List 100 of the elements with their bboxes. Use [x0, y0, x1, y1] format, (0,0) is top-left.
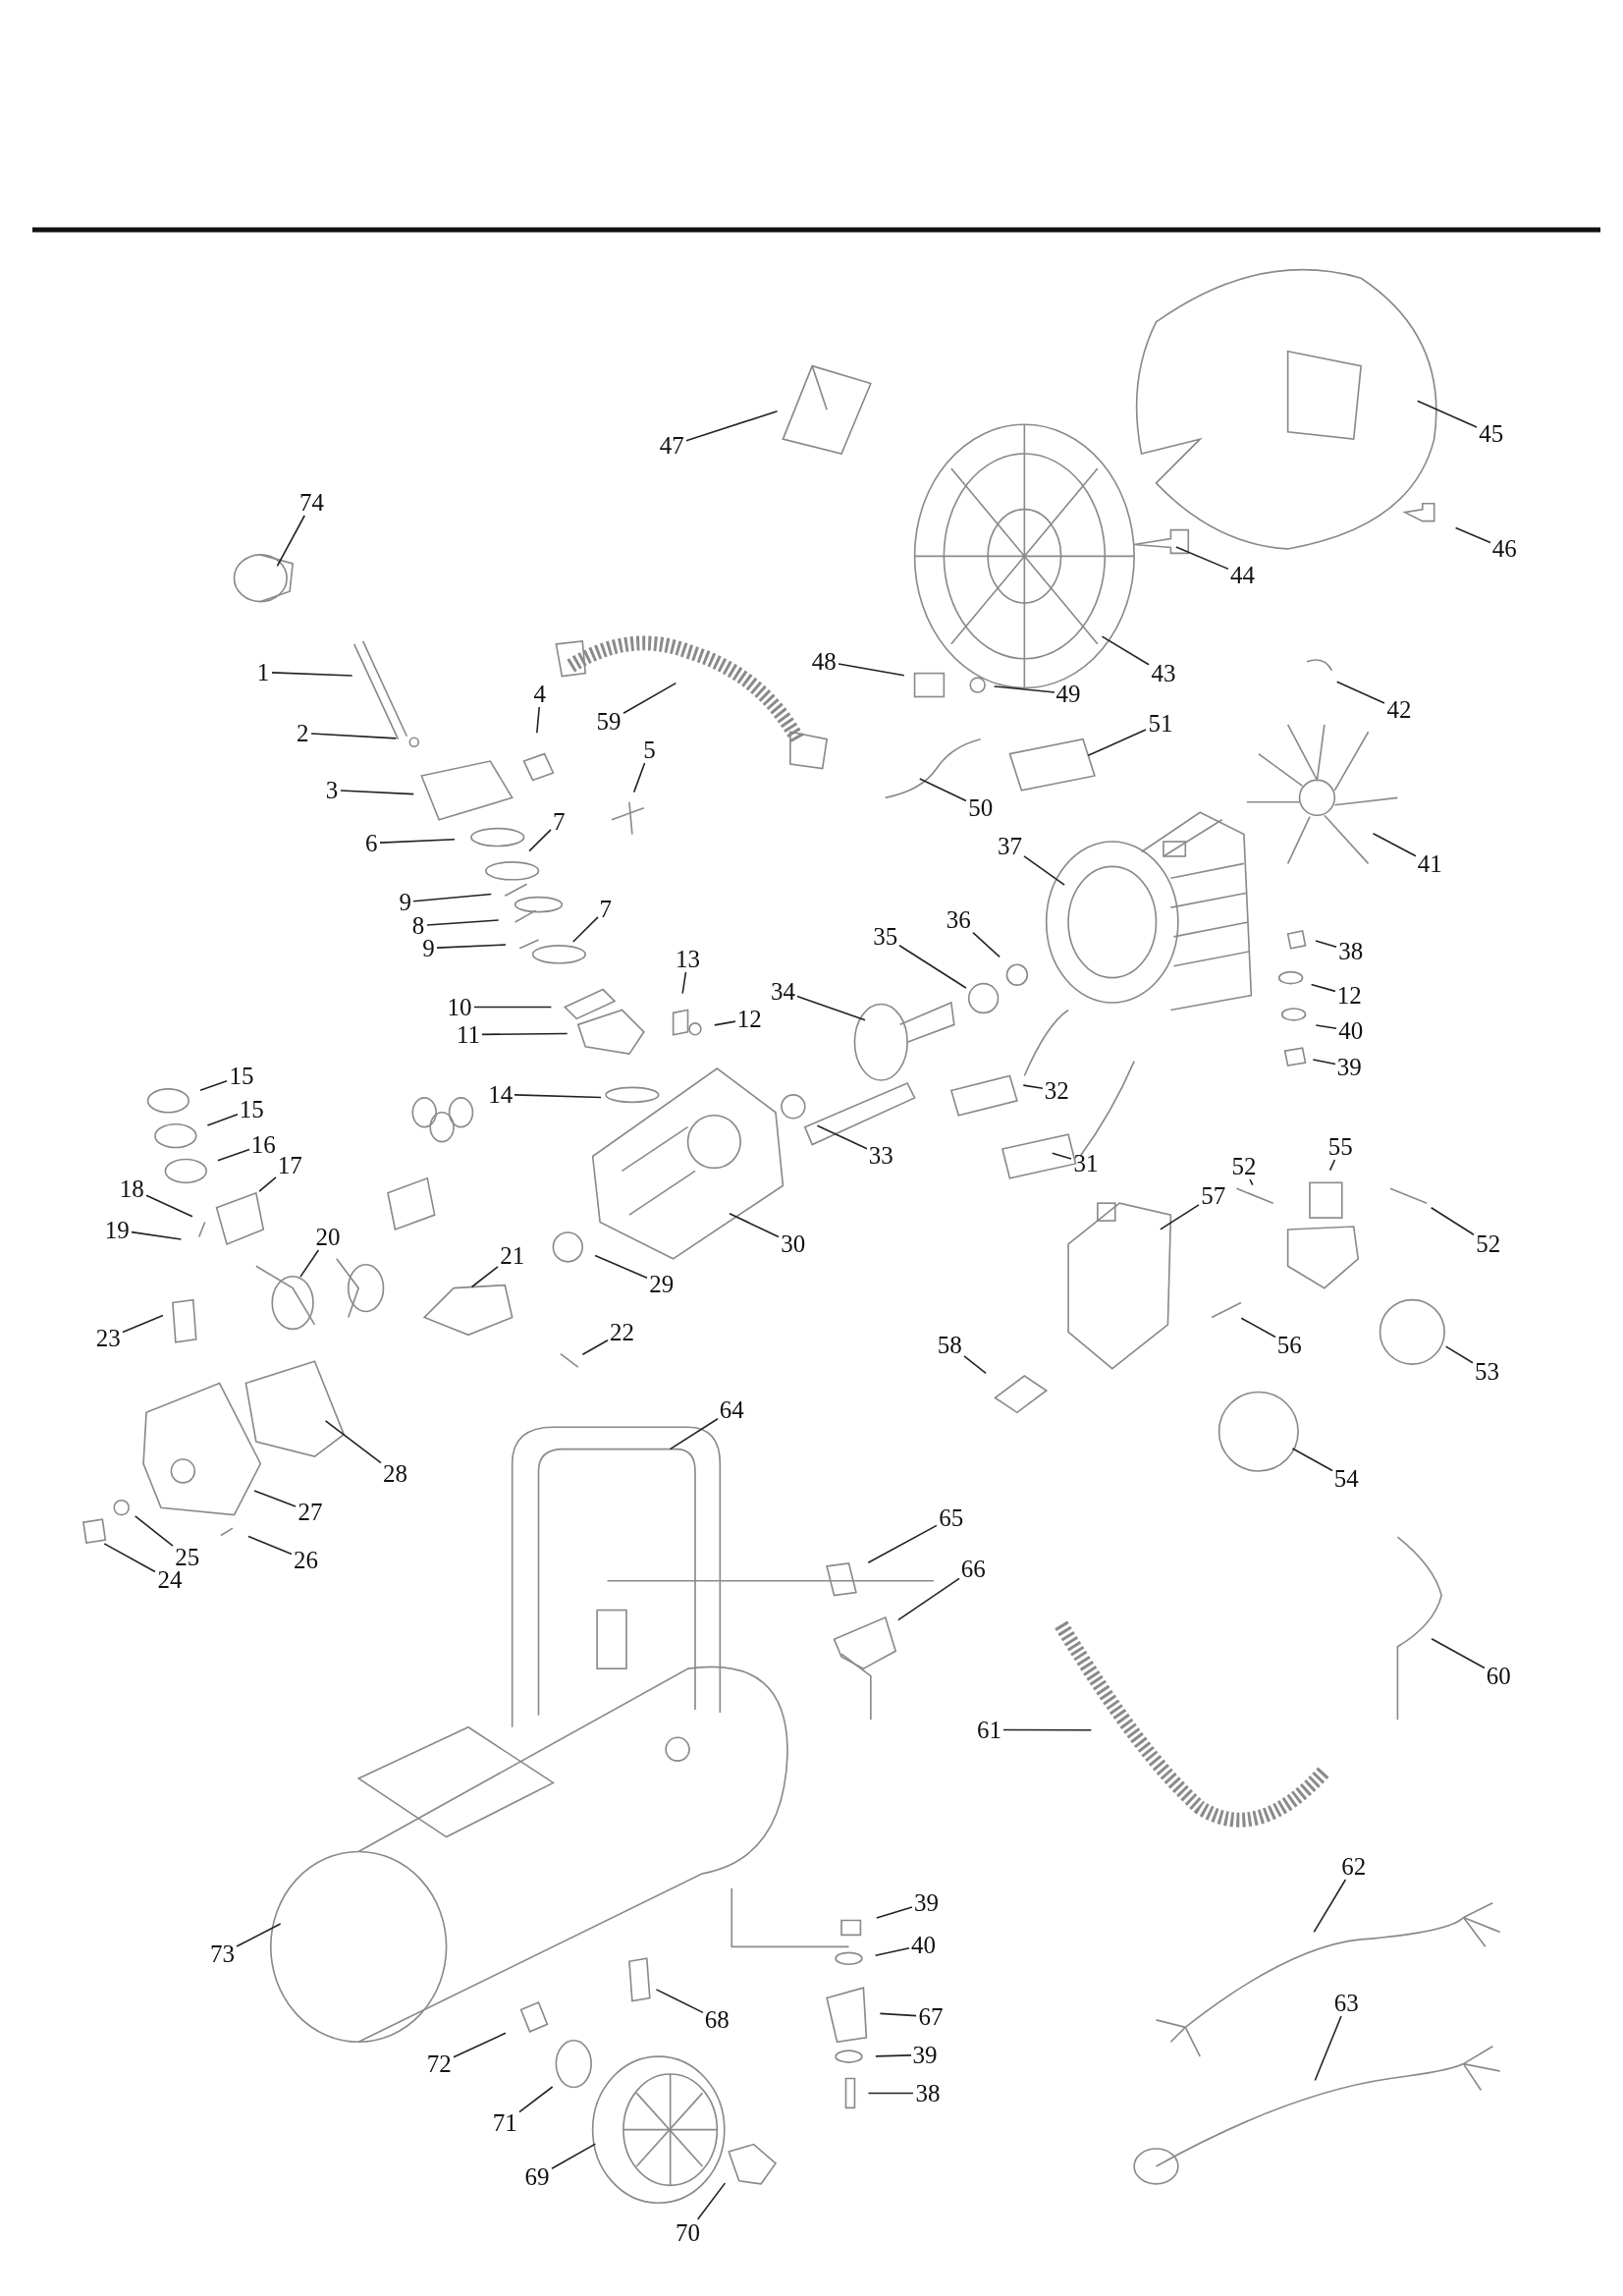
- callout-number: 72: [424, 2050, 454, 2078]
- leader-line: [1314, 2015, 1342, 2082]
- callout-number: 50: [966, 794, 996, 822]
- callout-number: 35: [871, 923, 900, 951]
- leader-line: [1249, 1178, 1254, 1186]
- callout-number: 38: [1336, 938, 1366, 965]
- leader-line: [518, 2086, 554, 2113]
- leader-line: [1313, 1879, 1347, 1934]
- callout-number: 67: [916, 2003, 946, 2031]
- callout-number: 10: [445, 994, 474, 1020]
- leader-line: [655, 1989, 704, 2014]
- callout-number: 13: [674, 945, 703, 972]
- leader-line: [412, 893, 493, 902]
- leader-line: [340, 790, 415, 795]
- leader-line: [594, 1254, 648, 1280]
- callout-number: 30: [779, 1230, 808, 1258]
- leader-line: [217, 1148, 250, 1162]
- leader-line: [1087, 729, 1147, 757]
- callout-number: 66: [958, 1556, 988, 1583]
- leader-line: [536, 706, 541, 735]
- callout-number: 42: [1384, 696, 1414, 724]
- callout-number: 33: [866, 1141, 895, 1169]
- leader-line: [1315, 1024, 1337, 1030]
- callout-number: 4: [531, 681, 548, 707]
- leader-line: [206, 1113, 239, 1126]
- leader-line: [1431, 1637, 1486, 1669]
- leader-line: [481, 1032, 568, 1036]
- leader-line: [1291, 1448, 1333, 1472]
- callout-number: 18: [117, 1175, 146, 1202]
- leader-line: [1328, 1159, 1336, 1172]
- callout-number: 38: [913, 2079, 943, 2106]
- leader-line: [258, 1176, 277, 1192]
- callout-number: 52: [1474, 1230, 1503, 1258]
- callout-number: 7: [550, 807, 568, 835]
- callout-number: 40: [1336, 1016, 1366, 1044]
- callout-number: 14: [486, 1081, 515, 1109]
- callout-number: 69: [522, 2162, 552, 2190]
- leader-line: [838, 663, 905, 677]
- leader-line: [729, 1212, 780, 1238]
- callout-number: 12: [734, 1005, 764, 1032]
- callout-number: 71: [490, 2108, 519, 2136]
- leader-line: [1023, 855, 1065, 886]
- callout-number: 63: [1331, 1989, 1361, 2016]
- leader-line: [972, 931, 1001, 958]
- callout-number: 32: [1042, 1076, 1071, 1104]
- callout-number: 62: [1339, 1852, 1369, 1880]
- callout-number: 56: [1274, 1332, 1304, 1359]
- leader-line: [271, 672, 353, 677]
- leader-line: [1372, 832, 1417, 857]
- callout-number: 58: [935, 1332, 964, 1359]
- leader-line: [379, 838, 456, 844]
- callout-number: 21: [498, 1242, 527, 1270]
- leader-line: [1312, 1059, 1336, 1066]
- callout-number: 23: [93, 1324, 123, 1351]
- leader-line: [122, 1314, 164, 1334]
- leader-line: [685, 410, 779, 442]
- callout-number: 15: [237, 1096, 266, 1123]
- leader-line: [247, 1535, 293, 1556]
- callout-number: 34: [768, 977, 797, 1005]
- leader-line: [1175, 546, 1229, 571]
- leader-line: [276, 515, 305, 568]
- leader-line: [1101, 635, 1150, 666]
- leader-line: [622, 682, 677, 714]
- leader-line: [528, 829, 552, 852]
- leader-line: [473, 1006, 553, 1009]
- callout-number: 22: [607, 1318, 636, 1345]
- leader-line: [918, 778, 967, 802]
- callout-number: 74: [297, 488, 326, 516]
- callout-number: 53: [1472, 1358, 1501, 1386]
- callout-number: 70: [674, 2218, 703, 2246]
- leader-line: [1160, 1204, 1200, 1230]
- callout-number: 47: [657, 431, 686, 459]
- leader-line: [1430, 1206, 1475, 1236]
- leader-line: [426, 919, 500, 926]
- leader-line: [131, 1230, 183, 1240]
- callout-number: 28: [380, 1460, 409, 1488]
- callout-number: 20: [313, 1224, 343, 1250]
- leader-line: [551, 2143, 597, 2170]
- leader-line: [897, 1577, 960, 1621]
- callout-number: 1: [254, 658, 272, 685]
- leader-line: [993, 685, 1055, 693]
- callout-number: 26: [292, 1547, 320, 1574]
- leader-line: [898, 944, 967, 989]
- leader-line: [145, 1194, 193, 1218]
- callout-number: 11: [454, 1021, 483, 1049]
- leader-line: [514, 1094, 602, 1099]
- leader-line: [875, 2054, 912, 2057]
- callout-number: 68: [702, 2006, 731, 2034]
- leader-line: [796, 995, 866, 1021]
- callout-number: 3: [323, 777, 341, 804]
- callout-number: 5: [641, 736, 658, 763]
- callout-number: 29: [647, 1270, 676, 1297]
- callout-number: 46: [1489, 535, 1519, 563]
- callout-number: 51: [1146, 709, 1175, 737]
- leader-line: [1444, 1345, 1474, 1364]
- leader-line: [1335, 681, 1385, 704]
- leader-line: [867, 1524, 938, 1563]
- callout-number: 6: [363, 830, 380, 857]
- leader-line: [879, 2012, 917, 2017]
- callout-number: 16: [248, 1131, 278, 1159]
